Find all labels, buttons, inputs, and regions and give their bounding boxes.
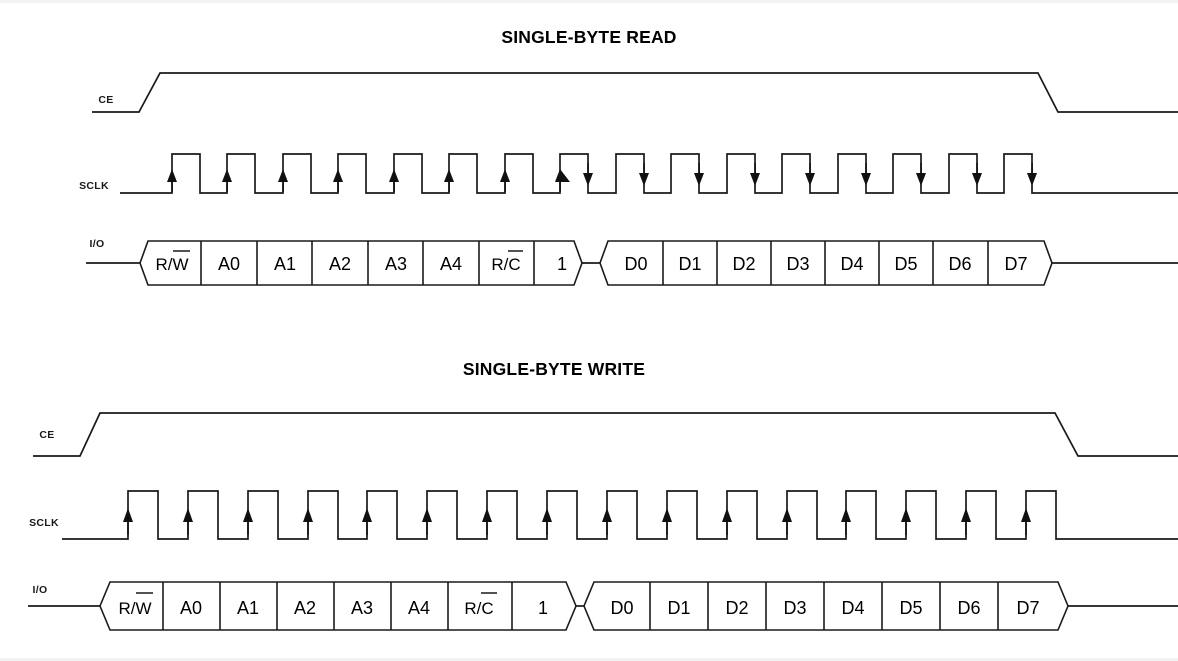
write-cell-a1: A1: [237, 598, 259, 618]
write-cell-d6: D6: [957, 598, 980, 618]
write-cell-d5: D5: [899, 598, 922, 618]
diagram-single-byte-read: SINGLE-BYTE READ CE SCLK: [0, 0, 1178, 330]
write-sclk-waveform: [62, 490, 1178, 540]
write-cell-d4: D4: [841, 598, 864, 618]
read-sclk-label: SCLK: [79, 180, 109, 192]
read-sclk-waveform: [120, 153, 1178, 194]
write-io-label: I/O: [33, 584, 48, 596]
read-cell-a3: A3: [385, 254, 407, 274]
read-cell-d1: D1: [678, 254, 701, 274]
write-io-command-group: R/W A0 A1 A2 A3 A4 R/C 1: [99, 581, 577, 631]
read-cell-one: 1: [557, 254, 567, 274]
read-cell-d6: D6: [948, 254, 971, 274]
write-cell-a2: A2: [294, 598, 316, 618]
write-sclk-edge-arrows: [123, 508, 1031, 535]
read-ce-waveform: [92, 72, 1178, 113]
write-ce-waveform: [33, 412, 1178, 457]
read-cell-d5: D5: [894, 254, 917, 274]
write-cell-d3: D3: [783, 598, 806, 618]
read-cell-rw: R/W: [155, 255, 188, 274]
read-cell-a1: A1: [274, 254, 296, 274]
write-io-data-group: D0 D1 D2 D3 D4 D5 D6 D7: [583, 581, 1069, 631]
write-ce-label: CE: [39, 429, 54, 441]
read-cell-d2: D2: [732, 254, 755, 274]
write-cell-a3: A3: [351, 598, 373, 618]
write-cell-d1: D1: [667, 598, 690, 618]
read-io-label: I/O: [90, 238, 105, 250]
read-cell-d3: D3: [786, 254, 809, 274]
read-diagram-title: SINGLE-BYTE READ: [501, 27, 676, 47]
read-io-data-group: D0 D1 D2 D3 D4 D5 D6 D7: [599, 240, 1053, 286]
write-cell-rw: R/W: [118, 599, 151, 618]
write-cell-a4: A4: [408, 598, 430, 618]
read-cell-a2: A2: [329, 254, 351, 274]
write-cell-rc: R/C: [464, 599, 493, 618]
page-top-divider: [0, 0, 1178, 3]
write-cell-d0: D0: [610, 598, 633, 618]
write-sclk-label: SCLK: [29, 517, 59, 529]
read-cell-a0: A0: [218, 254, 240, 274]
read-cell-rc: R/C: [491, 255, 520, 274]
read-cell-d7: D7: [1004, 254, 1027, 274]
read-cell-d0: D0: [624, 254, 647, 274]
write-cell-a0: A0: [180, 598, 202, 618]
write-diagram-title: SINGLE-BYTE WRITE: [463, 359, 645, 379]
page-bottom-divider: [0, 658, 1178, 661]
read-sclk-edge-arrows: [167, 163, 1037, 192]
read-ce-label: CE: [98, 94, 113, 106]
write-cell-d2: D2: [725, 598, 748, 618]
read-cell-d4: D4: [840, 254, 863, 274]
read-cell-a4: A4: [440, 254, 462, 274]
diagram-single-byte-write: SINGLE-BYTE WRITE CE SCLK: [0, 336, 1178, 661]
read-io-command-group: R/W A0 A1 A2 A3 A4 R/C 1: [139, 240, 583, 286]
write-cell-d7: D7: [1016, 598, 1039, 618]
write-cell-one: 1: [538, 598, 548, 618]
